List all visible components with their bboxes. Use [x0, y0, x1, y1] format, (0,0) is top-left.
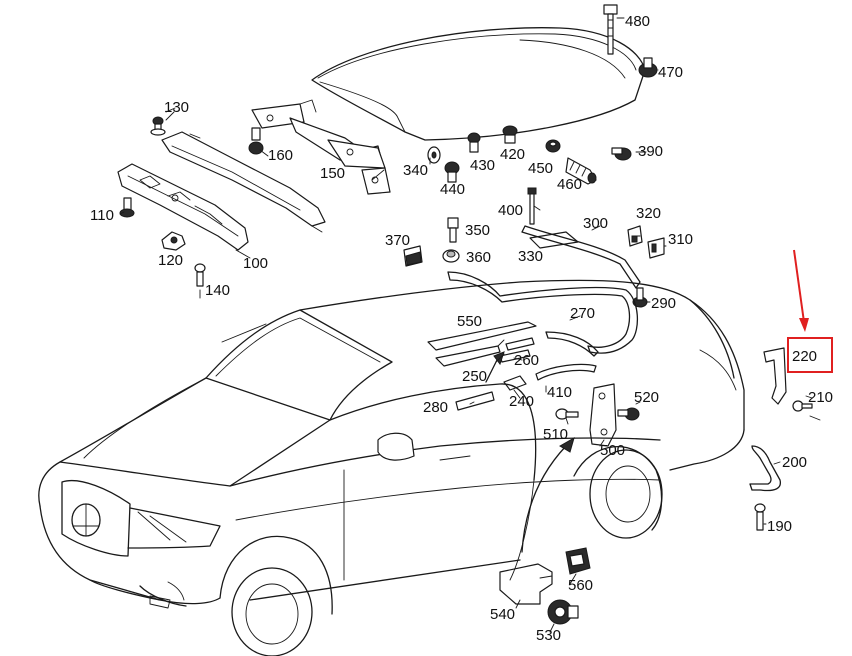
screw-140 — [194, 263, 206, 287]
bolt-440 — [444, 161, 460, 183]
callout-310: 310 — [668, 231, 693, 248]
callout-280: 280 — [423, 399, 448, 416]
pin-460 — [565, 157, 597, 185]
callout-270: 270 — [570, 305, 595, 322]
bolt-110 — [119, 197, 135, 218]
screw-510 — [555, 408, 579, 420]
screw-470 — [638, 57, 659, 78]
callout-500: 500 — [600, 442, 625, 459]
callout-190: 190 — [767, 518, 792, 535]
rail-250 — [435, 339, 505, 367]
callout-530: 530 — [536, 627, 561, 644]
callout-260: 260 — [514, 352, 539, 369]
callout-430: 430 — [470, 157, 495, 174]
callout-340: 340 — [403, 162, 428, 179]
callout-250: 250 — [462, 368, 487, 385]
roof-frame-beam-100 — [117, 163, 251, 259]
callout-330: 330 — [518, 248, 543, 265]
roller-530 — [547, 599, 579, 625]
callout-560: 560 — [568, 577, 593, 594]
callout-360: 360 — [466, 249, 491, 266]
seal-300 — [521, 225, 641, 289]
hook-200 — [749, 445, 782, 492]
nut-360 — [442, 249, 460, 263]
strip-260 — [499, 337, 535, 363]
callout-520: 520 — [634, 389, 659, 406]
callout-320: 320 — [636, 205, 661, 222]
callout-400: 400 — [498, 202, 523, 219]
block-560 — [565, 547, 591, 575]
hinge-150 — [251, 99, 391, 195]
bolt-160 — [248, 127, 264, 155]
callout-510: 510 — [543, 426, 568, 443]
seal-curved — [545, 331, 599, 357]
roof-panel — [311, 27, 646, 141]
callout-150: 150 — [320, 165, 345, 182]
clip-120 — [161, 231, 186, 251]
callout-550: 550 — [457, 313, 482, 330]
clip-240 — [503, 375, 527, 391]
callout-410: 410 — [547, 384, 572, 401]
callout-120: 120 — [158, 252, 183, 269]
highlight-arrowhead — [799, 318, 809, 332]
screw-520 — [617, 407, 640, 421]
screw-210 — [792, 400, 813, 412]
strip-410 — [535, 363, 597, 381]
callout-110: 110 — [90, 207, 114, 224]
plate-540 — [499, 563, 553, 605]
callout-160: 160 — [268, 147, 293, 164]
bracket-220 — [763, 347, 787, 405]
callout-450: 450 — [528, 160, 553, 177]
rail-550 — [427, 321, 537, 351]
strip-280 — [455, 391, 495, 411]
roof-frame-upper-beam — [161, 131, 326, 233]
callout-290: 290 — [651, 295, 676, 312]
screw-390 — [611, 147, 632, 161]
callout-130: 130 — [164, 99, 189, 116]
callout-480: 480 — [625, 13, 650, 30]
washer-340 — [427, 146, 441, 164]
seal-270 — [447, 271, 638, 354]
screw-190 — [754, 503, 766, 531]
callout-140: 140 — [205, 282, 230, 299]
highlight-arrow-line — [793, 249, 805, 323]
bolt-480 — [603, 4, 625, 55]
callout-100: 100 — [243, 255, 268, 272]
callout-370: 370 — [385, 232, 410, 249]
callout-420: 420 — [500, 146, 525, 163]
callout-540: 540 — [490, 606, 515, 623]
callout-300: 300 — [583, 215, 608, 232]
callout-220: 220 — [792, 348, 817, 365]
callout-200: 200 — [782, 454, 807, 471]
pointer-arrow-540 — [521, 436, 575, 553]
bolt-420 — [502, 125, 518, 144]
nut-450 — [545, 139, 561, 153]
callout-460: 460 — [557, 176, 582, 193]
callout-470: 470 — [658, 64, 683, 81]
bolt-430 — [467, 132, 481, 153]
block-370 — [403, 245, 423, 267]
highlight-box — [787, 337, 833, 373]
screw-130 — [150, 107, 176, 136]
callout-440: 440 — [440, 181, 465, 198]
callout-240: 240 — [509, 393, 534, 410]
sensor-400 — [527, 187, 537, 225]
clip-310 — [647, 237, 665, 259]
callout-390: 390 — [638, 143, 663, 160]
callout-350: 350 — [465, 222, 490, 239]
callout-210: 210 — [808, 389, 833, 406]
bracket-500 — [589, 383, 617, 447]
callout-labels: 480 470 130 160 150 340 430 420 450 390 … — [90, 13, 833, 644]
bolt-350 — [447, 217, 459, 243]
leader-lines — [119, 111, 821, 633]
car-body-outline — [38, 279, 745, 656]
highlight-annotation — [787, 249, 833, 373]
